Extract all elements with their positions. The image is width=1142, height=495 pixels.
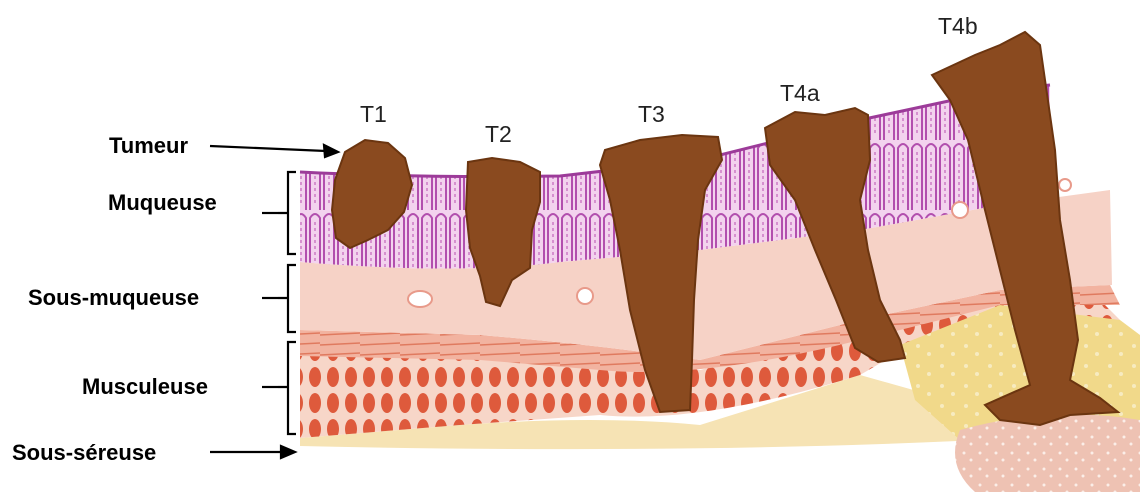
bracket-musculeuse — [278, 342, 296, 434]
layer-labels: Tumeur Muqueuse Sous-muqueuse Musculeuse… — [12, 133, 217, 465]
label-tumeur: Tumeur — [109, 133, 188, 158]
stage-label-t3: T3 — [638, 101, 665, 127]
stage-label-t4a: T4a — [780, 80, 820, 106]
stage-label-t1: T1 — [360, 101, 387, 127]
bracket-sous-muqueuse — [278, 265, 296, 332]
adjacent-organ — [955, 414, 1140, 492]
label-sous-sereuse: Sous-séreuse — [12, 440, 156, 465]
label-musculeuse: Musculeuse — [82, 374, 208, 399]
stage-label-t2: T2 — [485, 121, 512, 147]
arrow-head-sous-sereuse — [281, 446, 295, 458]
bracket-muqueuse — [278, 172, 296, 254]
stage-label-t4b: T4b — [938, 13, 978, 39]
layer-brackets — [278, 172, 296, 434]
arrow-head-tumeur — [324, 145, 338, 157]
label-muqueuse: Muqueuse — [108, 190, 217, 215]
label-sous-muqueuse: Sous-muqueuse — [28, 285, 199, 310]
